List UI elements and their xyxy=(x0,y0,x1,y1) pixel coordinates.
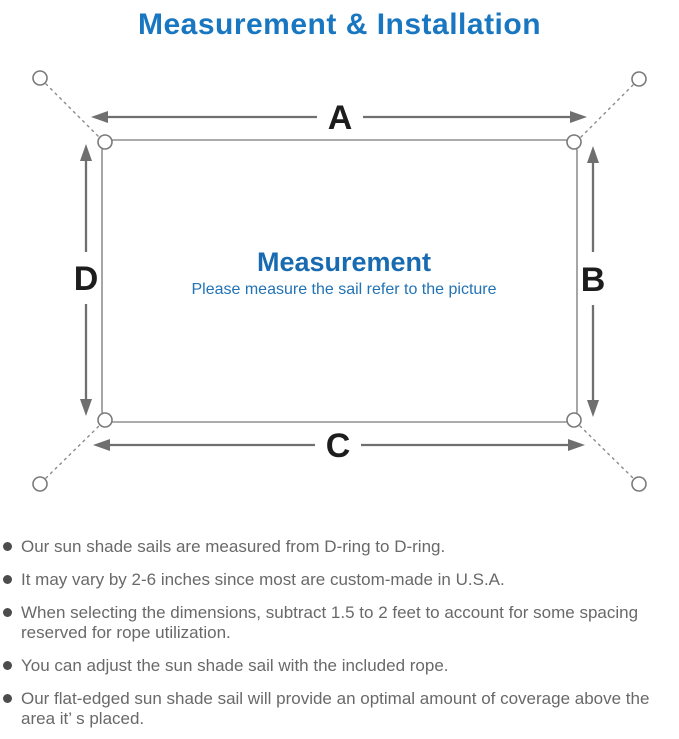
note-text: You can adjust the sun shade sail with t… xyxy=(21,656,449,675)
dimension-label-a: A xyxy=(328,99,353,137)
anchor-ring-bottom-left-icon xyxy=(32,476,48,492)
notes-list: Our sun shade sails are measured from D-… xyxy=(0,537,679,739)
dimension-label-c: C xyxy=(326,427,351,465)
note-text: Our flat-edged sun shade sail will provi… xyxy=(21,689,650,728)
bullet-icon xyxy=(3,661,12,670)
note-text: Our sun shade sails are measured from D-… xyxy=(21,537,446,556)
bullet-icon xyxy=(3,608,12,617)
d-ring-top-right-icon xyxy=(566,134,582,150)
note-text: When selecting the dimensions, subtract … xyxy=(21,603,639,642)
bullet-icon xyxy=(3,694,12,703)
measurement-diagram: A B C D Measurement Please measure the s… xyxy=(32,70,647,492)
dimension-label-d: D xyxy=(74,260,99,298)
d-rings xyxy=(97,134,582,428)
arrowhead-right-icon xyxy=(568,439,585,451)
dimension-arrow-a xyxy=(91,111,587,123)
arrowhead-up-icon xyxy=(80,144,92,161)
list-item: Our flat-edged sun shade sail will provi… xyxy=(3,689,671,729)
anchor-ring-bottom-right-icon xyxy=(631,476,647,492)
d-ring-bottom-right-icon xyxy=(566,412,582,428)
rope-bottom-right xyxy=(579,425,634,479)
d-ring-top-left-icon xyxy=(97,134,113,150)
rope-top-right xyxy=(580,84,634,138)
note-text: It may vary by 2-6 inches since most are… xyxy=(21,570,505,589)
arrowhead-right-icon xyxy=(570,111,587,123)
d-ring-bottom-left-icon xyxy=(97,412,113,428)
diagram-center-title: Measurement xyxy=(257,247,431,277)
rope-dashed-lines xyxy=(45,83,634,479)
arrowhead-left-icon xyxy=(91,111,108,123)
list-item: It may vary by 2-6 inches since most are… xyxy=(3,570,671,590)
bullet-icon xyxy=(3,575,12,584)
list-item: Our sun shade sails are measured from D-… xyxy=(3,537,671,557)
dimension-arrow-b xyxy=(587,146,599,417)
arrowhead-down-icon xyxy=(587,400,599,417)
arrowhead-up-icon xyxy=(587,146,599,163)
page-title: Measurement & Installation xyxy=(137,8,542,41)
rope-bottom-left xyxy=(45,425,100,479)
bullet-icon xyxy=(3,542,12,551)
rope-top-left xyxy=(45,83,100,138)
list-item: You can adjust the sun shade sail with t… xyxy=(3,656,671,676)
arrowhead-down-icon xyxy=(80,399,92,416)
list-item: When selecting the dimensions, subtract … xyxy=(3,603,671,643)
diagram-center-subtitle: Please measure the sail refer to the pic… xyxy=(191,281,496,298)
arrowhead-left-icon xyxy=(93,439,110,451)
sail-outline xyxy=(101,139,578,423)
anchor-ring-top-left-icon xyxy=(32,70,48,86)
anchor-ring-top-right-icon xyxy=(631,71,647,87)
anchor-rings xyxy=(32,70,647,492)
dimension-label-b: B xyxy=(581,261,606,299)
dimension-arrow-c xyxy=(93,439,585,451)
dimension-arrow-d xyxy=(80,144,92,416)
